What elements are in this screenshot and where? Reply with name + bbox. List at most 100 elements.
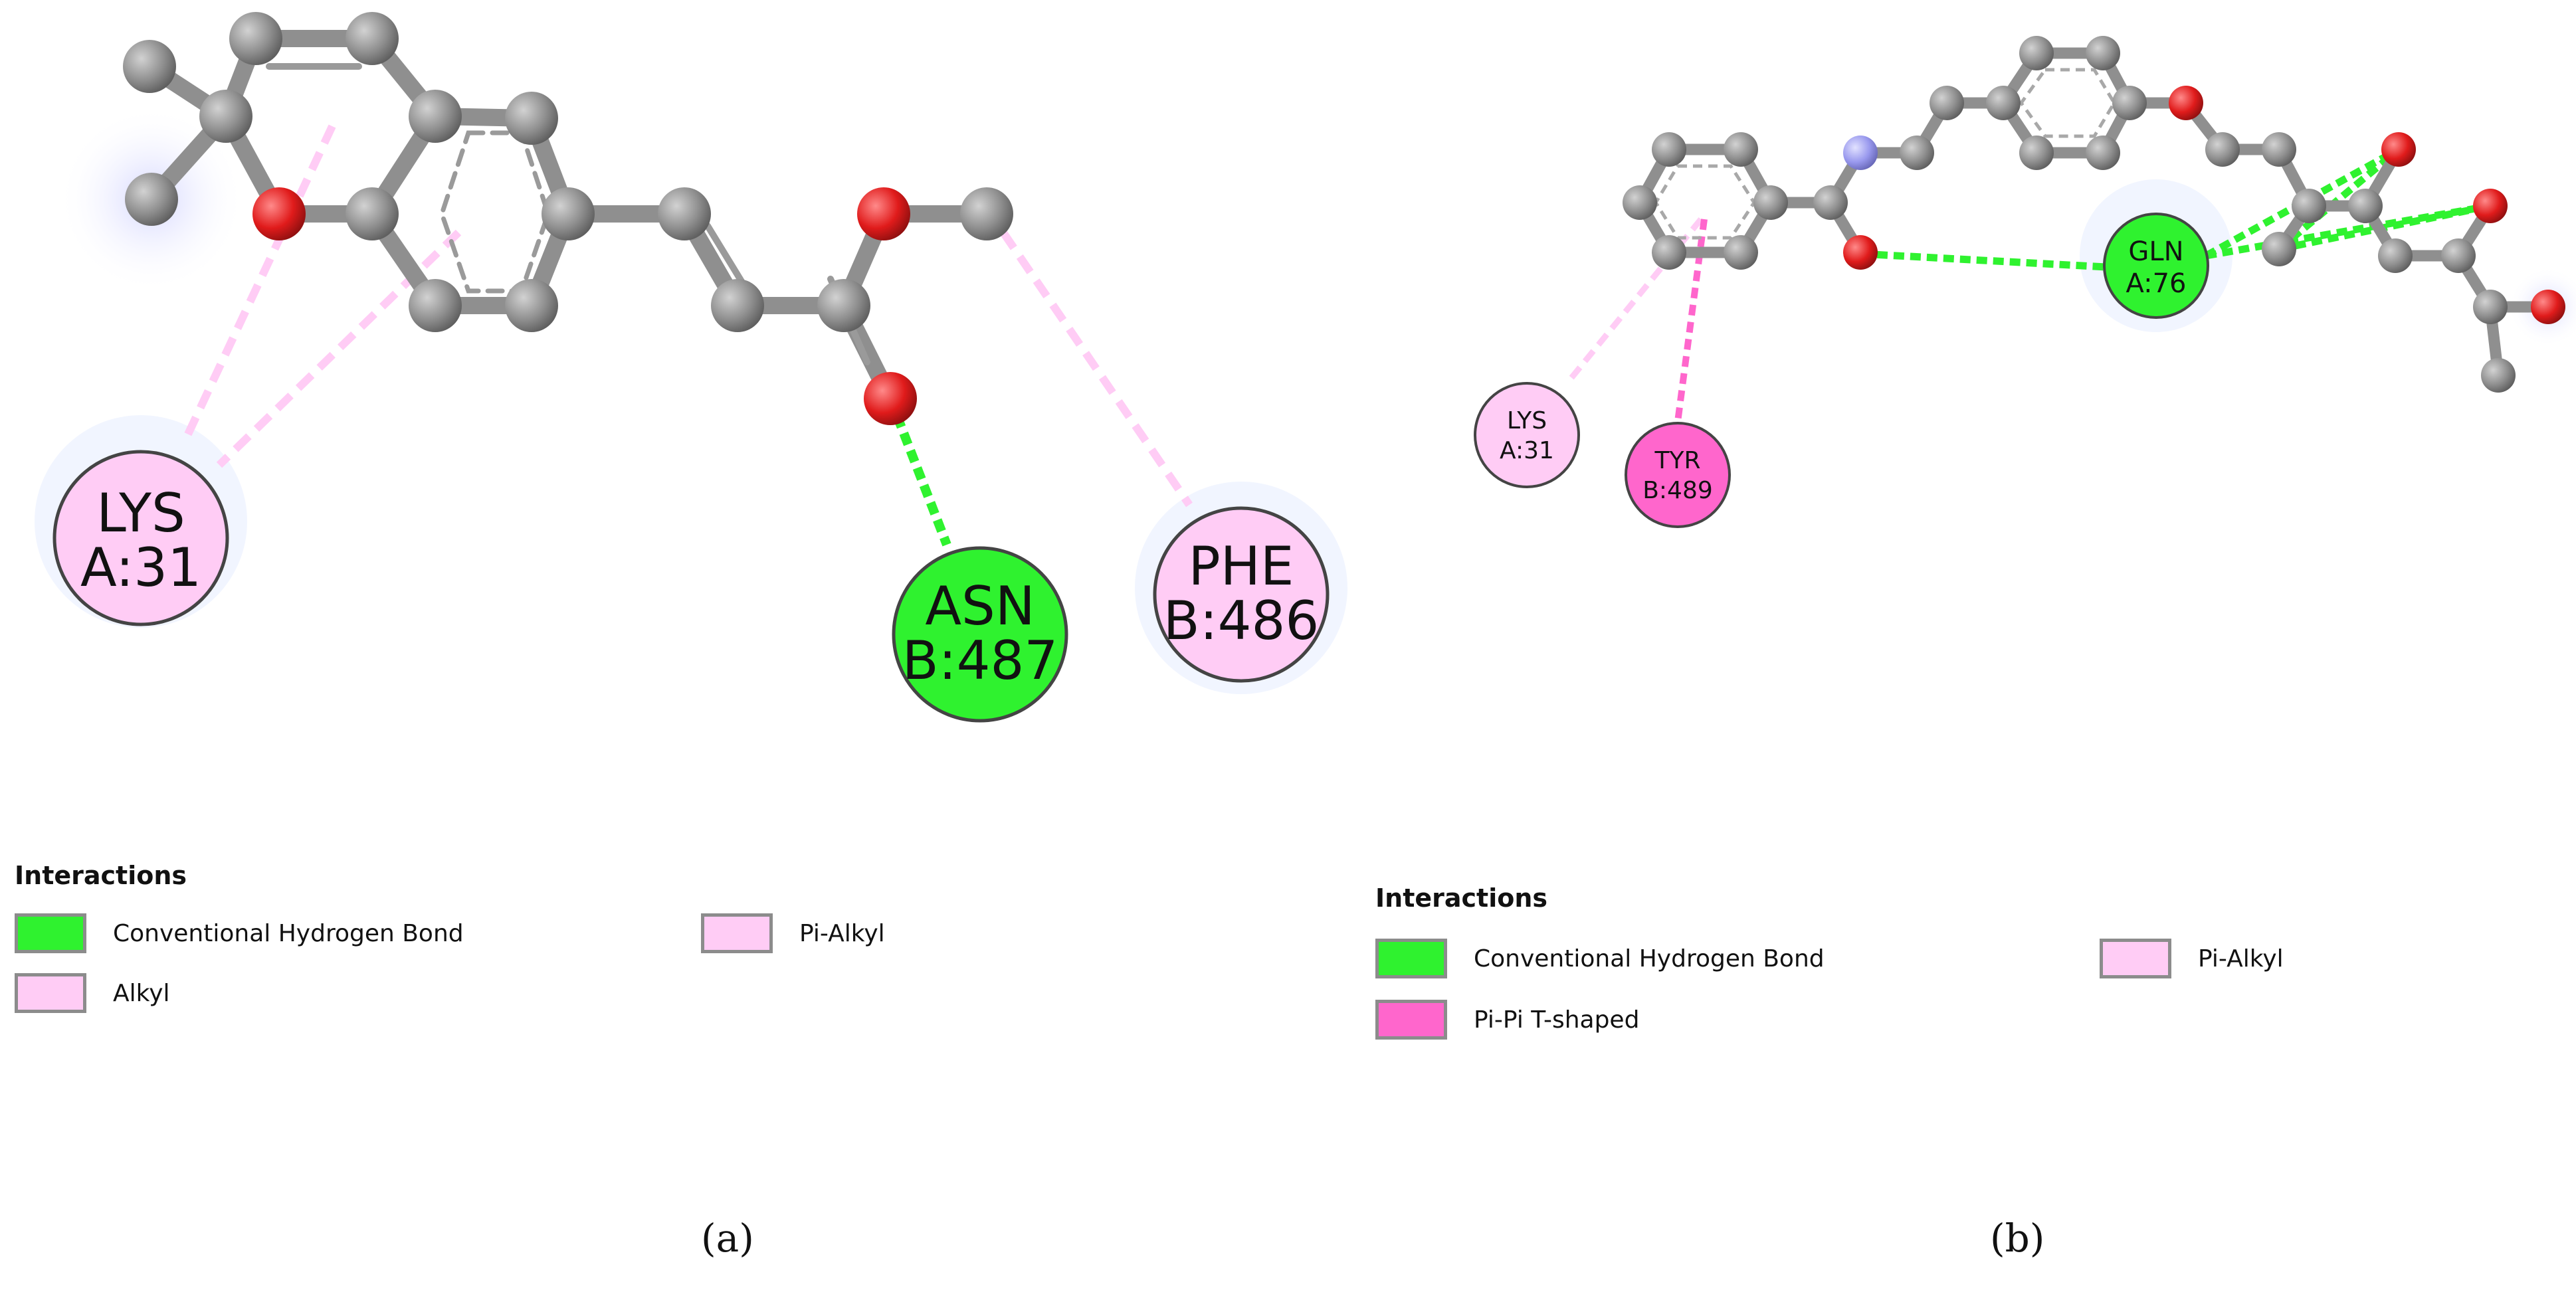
residue-chain-id: B:486 — [1163, 590, 1320, 652]
carbon-atom — [199, 90, 252, 143]
carbon-atom — [2205, 132, 2240, 167]
residue-name: ASN — [925, 575, 1035, 637]
legend-swatch-pi-alkyl — [2100, 939, 2171, 978]
residue-chain-id: B:489 — [1642, 477, 1713, 504]
legend-label: Pi-Pi T-shaped — [1474, 1006, 1640, 1034]
residue-name: GLN — [2128, 236, 2183, 267]
carbon-atom — [2086, 36, 2120, 70]
carbon-atom — [2473, 290, 2508, 324]
alkyl-line — [1000, 230, 1193, 507]
carbon-atom — [409, 90, 462, 143]
legend-swatch-pi-alkyl — [701, 913, 773, 953]
residue-chain-id: A:76 — [2126, 268, 2186, 299]
panel-b: GLN A:76 LYS A:31 TYR B:489 — [1474, 36, 2576, 528]
carbon-atom — [1652, 235, 1686, 270]
legend-label: Alkyl — [113, 979, 170, 1007]
residue-name: LYS — [96, 482, 185, 544]
legend-item-alkyl: Alkyl — [15, 970, 170, 1016]
carbon-atom — [1652, 132, 1686, 167]
atoms-b — [1623, 36, 2565, 393]
oxygen-atom — [2169, 86, 2203, 120]
nitrogen-atom — [1843, 136, 1878, 170]
carbon-atom — [1623, 185, 1657, 220]
residue-name: TYR — [1654, 447, 1701, 474]
atoms-a — [123, 12, 1013, 425]
caption-panel-a: (a) — [701, 1216, 754, 1261]
residue-chain-id: A:31 — [80, 537, 201, 599]
carbon-atom — [2348, 189, 2383, 223]
carbon-atom — [1724, 132, 1758, 167]
legend-item-pi-pi: Pi-Pi T-shaped — [1375, 996, 1639, 1043]
carbon-atom — [1900, 136, 1934, 170]
oxygen-atom — [2473, 189, 2508, 223]
carbon-atom — [2481, 358, 2516, 393]
legend-title: Interactions — [15, 861, 187, 890]
residue-disc — [2103, 213, 2209, 319]
residue-name: LYS — [1507, 407, 1547, 434]
residue-lys-a31: LYS A:31 — [52, 450, 229, 626]
carbon-atom — [1813, 185, 1848, 220]
oxygen-atom — [2531, 290, 2565, 324]
legend-label: Conventional Hydrogen Bond — [1474, 945, 1825, 972]
hbond-line — [1860, 250, 2107, 271]
legend-item-pi-alkyl: Pi-Alkyl — [2100, 935, 2284, 982]
oxygen-atom — [857, 187, 910, 240]
carbon-atom — [2378, 238, 2413, 273]
carbon-atom — [346, 187, 399, 240]
oxygen-atom — [864, 372, 917, 425]
residue-disc — [52, 450, 229, 626]
legend-item-hbond: Conventional Hydrogen Bond — [15, 910, 464, 957]
carbon-atom — [229, 12, 282, 65]
carbon-atom — [711, 279, 764, 332]
carbon-atom — [2262, 132, 2296, 167]
legend-item-hbond: Conventional Hydrogen Bond — [1375, 935, 1825, 982]
carbon-atom — [2112, 86, 2147, 120]
legend-label: Conventional Hydrogen Bond — [113, 919, 464, 947]
residue-asn-b487: ASN B:487 — [892, 546, 1068, 723]
carbon-atom — [1986, 86, 2021, 120]
legend-swatch-hbond — [1375, 939, 1447, 978]
residue-lys-a31-b: LYS A:31 — [1474, 382, 1580, 488]
oxygen-atom — [1843, 235, 1878, 270]
carbon-atom — [125, 173, 178, 226]
carbon-atom — [1930, 86, 1964, 120]
oxygen-atom — [2381, 132, 2416, 167]
residue-chain-id: A:31 — [1500, 437, 1554, 464]
carbon-atom — [817, 279, 870, 332]
legend-label: Pi-Alkyl — [2198, 945, 2284, 972]
pi-alkyl-line — [216, 229, 462, 468]
residue-disc — [1625, 422, 1731, 528]
carbon-atom — [2441, 238, 2476, 273]
carbon-atom — [1753, 185, 1788, 220]
caption-panel-b: (b) — [1990, 1216, 2045, 1261]
carbon-atom — [658, 187, 711, 240]
carbon-atom — [505, 92, 558, 145]
legend-title: Interactions — [1375, 883, 1548, 913]
interaction-lines-b — [1565, 146, 2492, 422]
carbon-atom — [2019, 36, 2054, 70]
residue-name: PHE — [1189, 535, 1294, 597]
legend-swatch-pi-pi — [1375, 1000, 1447, 1040]
carbon-atom — [542, 187, 595, 240]
pi-alkyl-line — [1565, 217, 1704, 384]
residue-gln-a76: GLN A:76 — [2103, 213, 2209, 319]
residue-phe-b486: PHE B:486 — [1153, 506, 1330, 683]
legend-swatch-alkyl — [15, 973, 86, 1013]
residue-disc — [1153, 506, 1330, 683]
carbon-atom — [2086, 136, 2120, 170]
carbon-atom — [1724, 235, 1758, 270]
carbon-atom — [960, 187, 1013, 240]
residue-disc — [1474, 382, 1580, 488]
carbon-atom — [2262, 232, 2296, 266]
carbon-atom — [346, 12, 399, 65]
residue-chain-id: B:487 — [902, 630, 1058, 691]
residue-disc — [892, 546, 1068, 723]
carbon-atom — [2292, 189, 2326, 223]
legend-item-pi-alkyl: Pi-Alkyl — [701, 910, 885, 957]
legend-swatch-hbond — [15, 913, 86, 953]
carbon-atom — [409, 279, 462, 332]
panel-a: LYS A:31 ASN B:487 PHE B:486 — [35, 12, 1347, 723]
carbon-atom — [505, 279, 558, 332]
oxygen-atom — [252, 187, 306, 240]
